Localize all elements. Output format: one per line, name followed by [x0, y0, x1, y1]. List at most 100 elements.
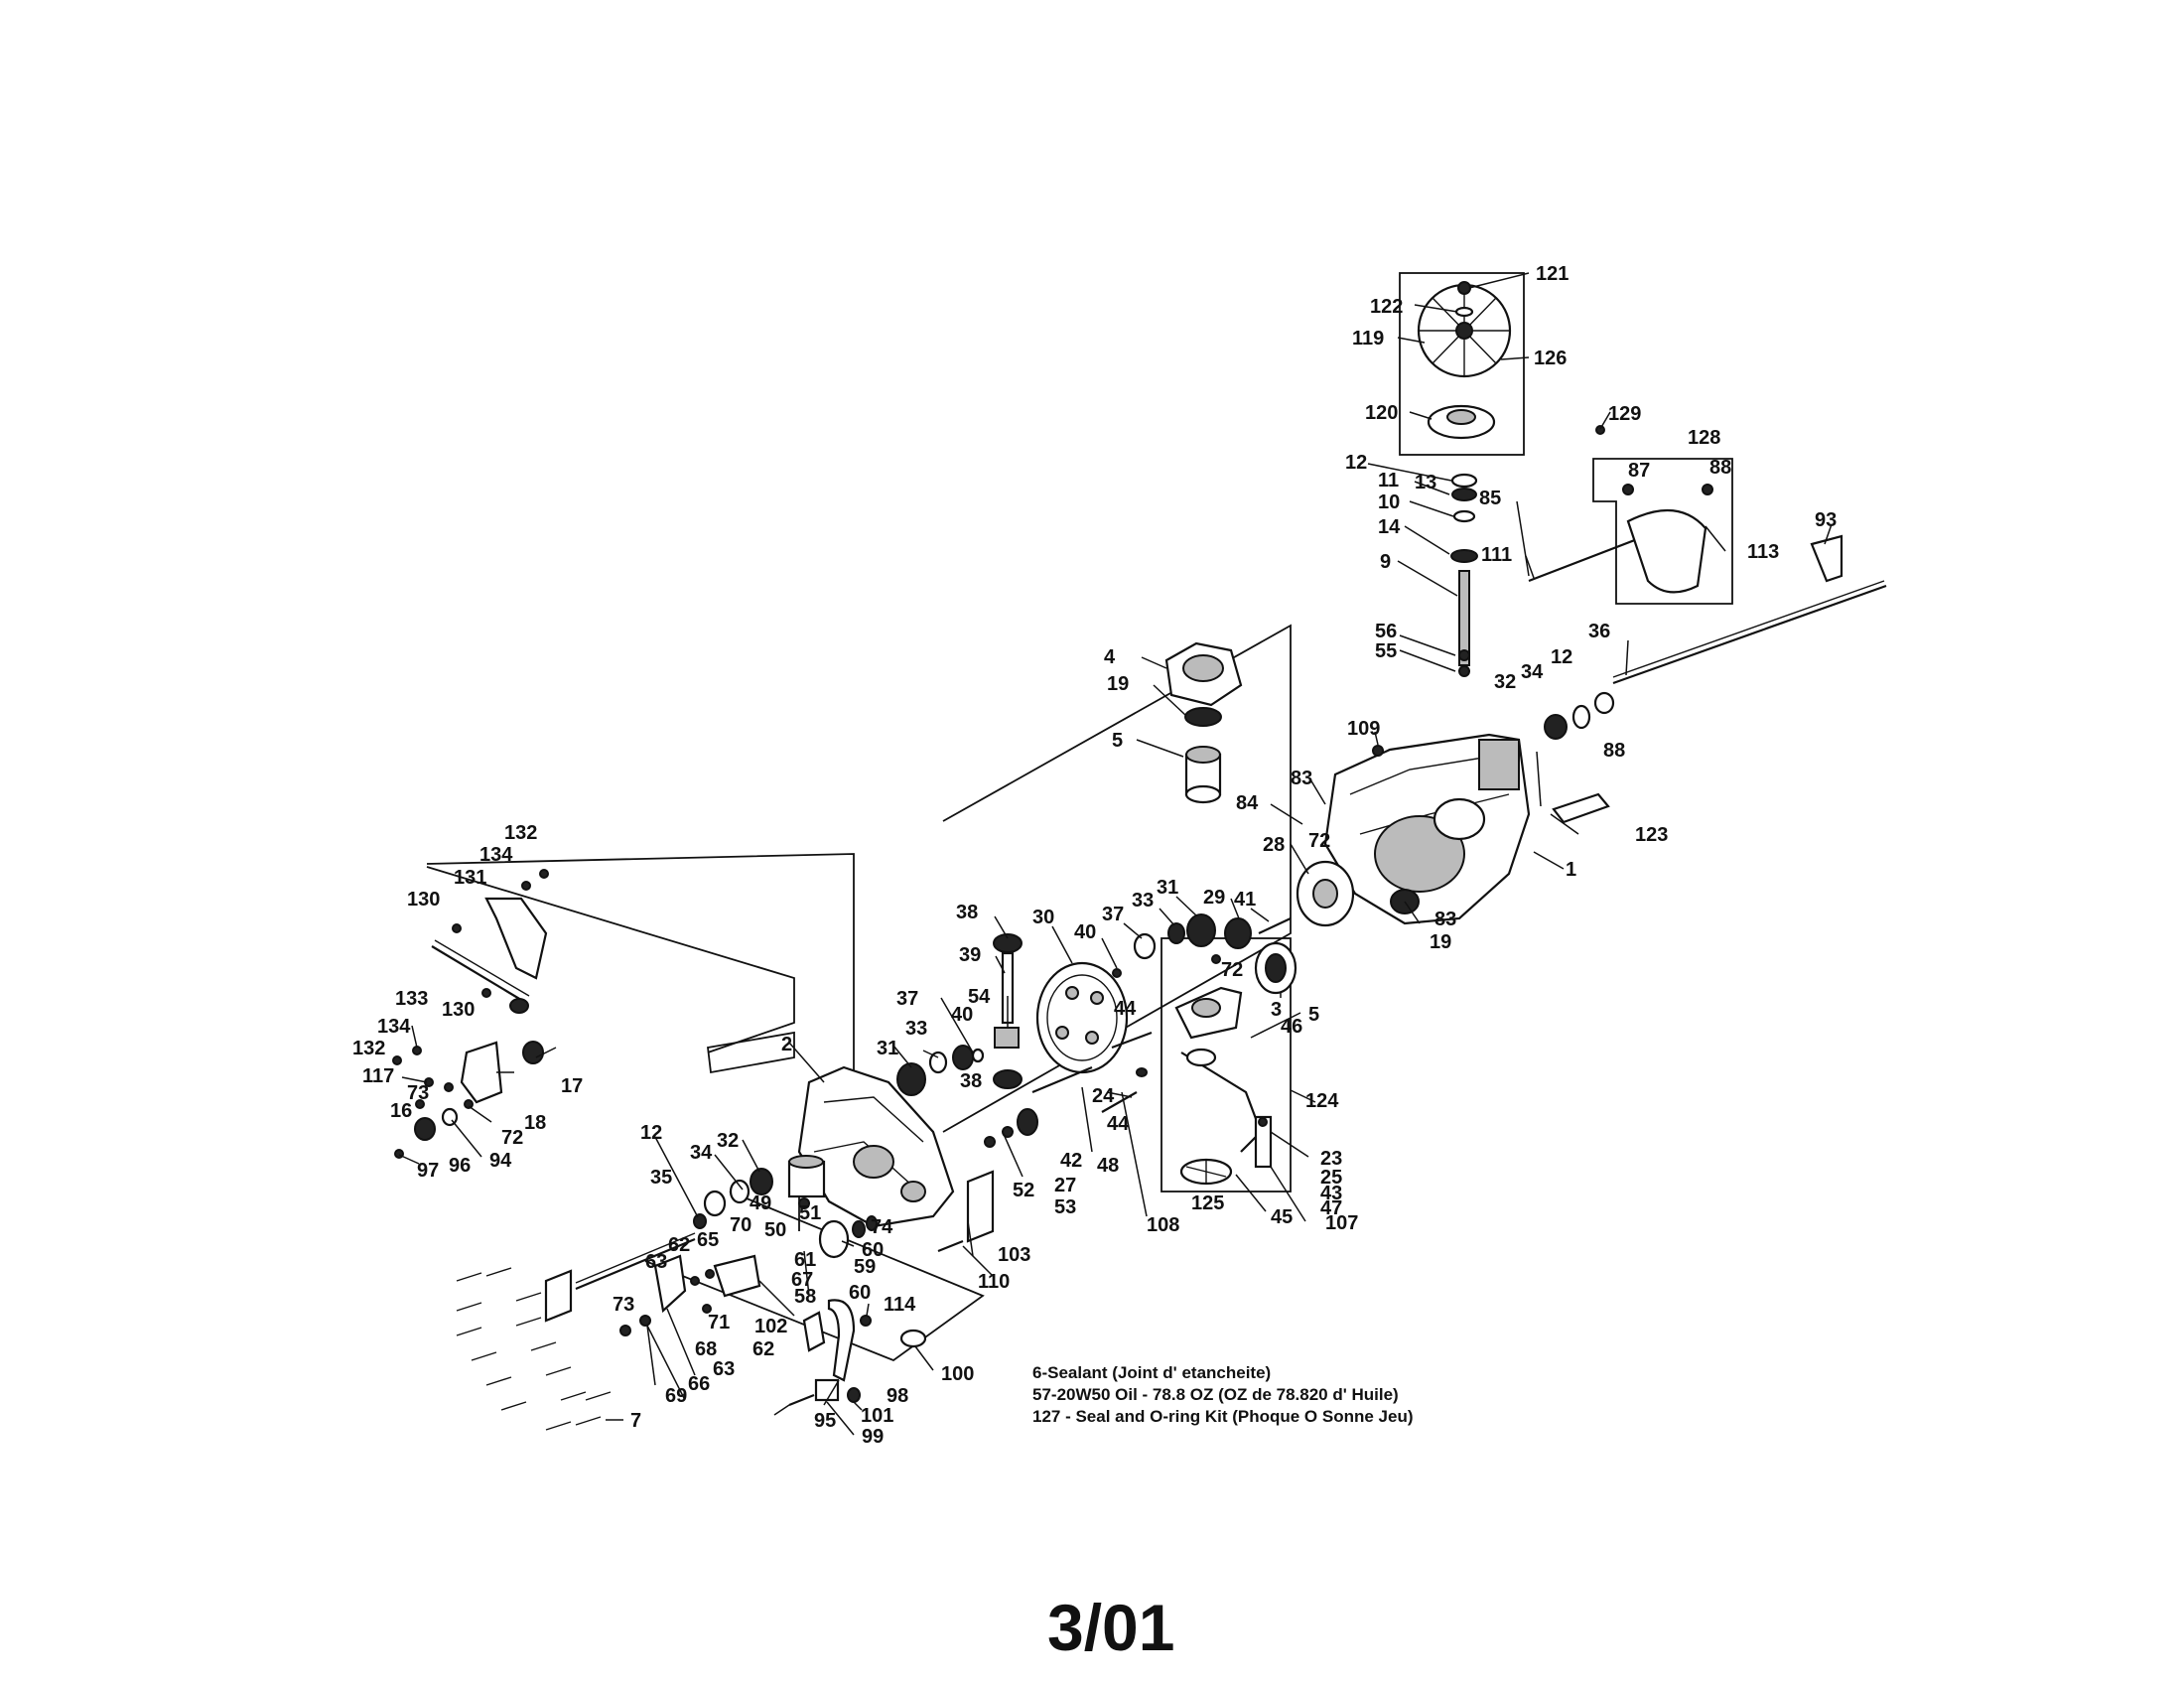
callout: 3: [1271, 999, 1282, 1021]
callout: 67: [791, 1269, 813, 1291]
callout: 37: [896, 988, 918, 1010]
callout: 4: [1104, 646, 1116, 668]
washer-34-icon: [1571, 704, 1591, 730]
note-oil: 57-20W50 Oil - 78.8 OZ (OZ de 78.820 d' …: [1032, 1385, 1399, 1404]
callout: 48: [1097, 1155, 1119, 1177]
callout: 88: [1603, 740, 1625, 762]
callout-labels: 121 122 119 126 120 129 128 12 13 87 88 …: [352, 263, 1837, 1448]
axle-shaft-left-edge: [575, 1232, 696, 1284]
washer-122-icon: [1454, 306, 1474, 318]
callout: 88: [1709, 457, 1731, 479]
washer-37b-icon: [952, 1045, 974, 1070]
callout: 130: [407, 889, 440, 911]
washer-10-icon: [1452, 509, 1476, 523]
callout: 33: [1132, 890, 1154, 912]
gear-27-icon: [1017, 1108, 1038, 1136]
bearing-17-icon: [522, 1041, 544, 1064]
callout: 99: [862, 1426, 884, 1448]
callout: 133: [395, 988, 428, 1010]
callout: 122: [1370, 296, 1403, 318]
callout: 129: [1608, 403, 1641, 425]
callout: 130: [442, 999, 475, 1021]
callout: 97: [417, 1160, 439, 1182]
callout: 87: [1628, 460, 1650, 482]
pin-73-icon: [444, 1082, 454, 1092]
washer-129-icon: [1595, 425, 1605, 435]
callout: 42: [1060, 1150, 1082, 1172]
callout: 131: [454, 867, 486, 889]
callout: 19: [1430, 931, 1451, 953]
callout: 40: [951, 1004, 973, 1026]
callout: 70: [730, 1214, 751, 1236]
bolt-95-icon: [788, 1393, 815, 1407]
callout: 96: [449, 1155, 471, 1177]
callout: 102: [754, 1316, 787, 1337]
callout: 123: [1635, 824, 1668, 846]
callout: 25: [1320, 1167, 1342, 1189]
callout: 27: [1054, 1175, 1076, 1196]
nut-71-icon: [702, 1304, 712, 1314]
callout: 63: [713, 1358, 735, 1380]
fan-icon: [1417, 283, 1512, 378]
callout: 132: [352, 1038, 385, 1059]
callout: 95: [814, 1410, 836, 1432]
callout: 62: [668, 1234, 690, 1256]
callout: 93: [1815, 509, 1837, 531]
callout: 44: [1107, 1113, 1130, 1135]
callout: 47: [1320, 1197, 1342, 1219]
rod-42-icon: [1031, 1065, 1093, 1094]
callout: 125: [1191, 1193, 1224, 1214]
arm-68-icon: [653, 1254, 687, 1314]
callout: 30: [1032, 907, 1054, 928]
callout: 53: [1054, 1196, 1076, 1218]
callout: 71: [708, 1312, 730, 1333]
washer-60-icon: [852, 1220, 866, 1238]
gear-28-icon: [1296, 860, 1355, 927]
bracket-3-icon: [1174, 986, 1243, 1040]
callout: 62: [752, 1338, 774, 1360]
gear-29-icon: [1224, 917, 1252, 949]
pin-72-icon: [1211, 954, 1221, 964]
washer-40b-icon: [971, 1048, 985, 1063]
shaft-41-icon: [1258, 917, 1292, 934]
note-seal-kit: 127 - Seal and O-ring Kit (Phoque O Sonn…: [1032, 1407, 1414, 1426]
bearing-13-icon: [1451, 488, 1477, 501]
block-54-icon: [994, 1027, 1020, 1049]
bracket-131-icon: [484, 897, 548, 980]
callout: 60: [849, 1282, 871, 1304]
nut-134-icon: [521, 881, 531, 891]
block-99-icon: [814, 1378, 840, 1402]
bracket-103-icon: [966, 1170, 995, 1243]
callout: 9: [1380, 551, 1391, 573]
callout: 83: [1291, 768, 1312, 789]
callout: 44: [1114, 998, 1137, 1020]
leader-lines: [398, 272, 1833, 1436]
note-sealant: 6-Sealant (Joint d' etancheite): [1032, 1363, 1271, 1382]
callout: 31: [877, 1038, 898, 1059]
lever-65-icon: [713, 1254, 761, 1298]
outline-lower-bracket: [644, 1191, 985, 1362]
callout: 17: [561, 1075, 583, 1097]
callout: 37: [1102, 904, 1124, 925]
disc-59-icon: [818, 1219, 850, 1259]
seal-12b-icon: [1593, 691, 1615, 715]
washer-100-icon: [899, 1329, 927, 1348]
callout: 11: [1378, 470, 1399, 491]
callout: 34: [1521, 661, 1544, 683]
ring-55-icon: [1458, 665, 1470, 677]
callout: 40: [1074, 921, 1096, 943]
washer-52-icon: [984, 1136, 996, 1148]
callout: 128: [1688, 427, 1720, 449]
callout: 39: [959, 944, 981, 966]
callout: 65: [697, 1229, 719, 1251]
callout: 52: [1013, 1180, 1034, 1201]
callout: 46: [1281, 1016, 1302, 1038]
axle-guard-113-icon: [1626, 509, 1707, 594]
ring-35-icon: [693, 1213, 707, 1229]
callout: 72: [1308, 830, 1330, 852]
callout: 73: [407, 1082, 429, 1104]
lever-23-icon: [1254, 1115, 1273, 1169]
callout: 18: [524, 1112, 546, 1134]
main-housing-icon: [1323, 733, 1531, 925]
callout: 113: [1747, 541, 1779, 563]
